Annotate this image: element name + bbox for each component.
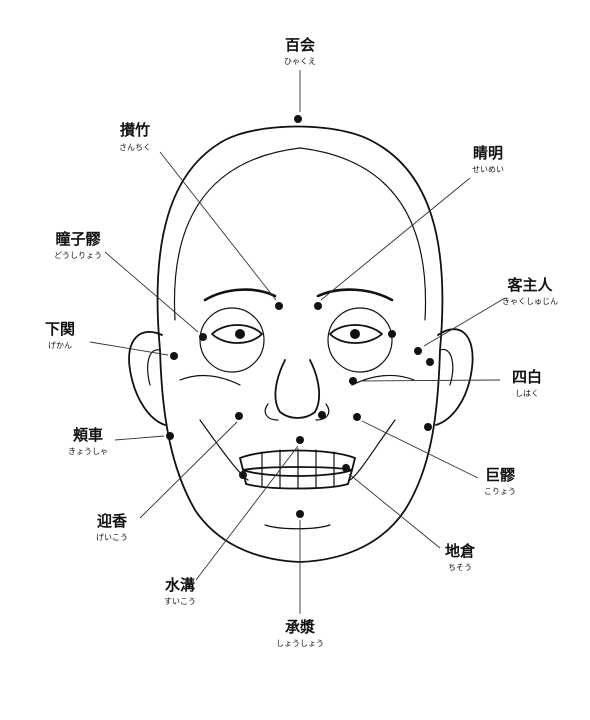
label-seimei: 睛明 せいめい [472, 144, 504, 174]
label-reading: こりょう [484, 487, 516, 496]
label-name: 巨髎 [485, 466, 516, 484]
label-name: 百会 [285, 36, 315, 54]
label-name: 瞳子髎 [55, 230, 101, 248]
point-chiso-2 [342, 464, 350, 472]
label-name: 客主人 [506, 276, 553, 294]
label-chiso: 地倉 ちそう [445, 542, 476, 572]
point-gekan-2 [426, 358, 434, 366]
point-geiko-2 [318, 411, 326, 419]
face-illustration [128, 125, 474, 563]
point-gekan-1 [170, 352, 178, 360]
label-reading: きゃくしゅじん [502, 297, 558, 306]
skull-outline [173, 147, 427, 321]
label-reading: すいこう [164, 597, 196, 606]
leader-kyosha [114, 435, 165, 441]
label-name: 攅竹 [120, 121, 150, 139]
label-reading: げいこう [96, 533, 128, 542]
left-eye-socket [199, 307, 265, 373]
label-gekan: 下関 げかん [45, 320, 75, 350]
label-kyosha: 頬車 きょうしゃ [68, 426, 108, 456]
right-eyebrow [316, 288, 394, 302]
label-name: 迎香 [97, 512, 127, 530]
label-doshiryo: 瞳子髎 どうしりょう [54, 230, 102, 260]
point-kyosha-2 [424, 423, 432, 431]
point-shosho [296, 510, 304, 518]
point-seimei [314, 302, 322, 310]
label-reading: げかん [48, 341, 72, 350]
point-sanchiku [275, 302, 283, 310]
point-labels: 百会 ひゃくえ 攅竹 さんちく 睛明 せいめい 瞳子髎 どうしりょう 客主人 き… [45, 36, 558, 648]
label-name: 地倉 [445, 542, 476, 560]
point-koryo [353, 413, 361, 421]
label-name: 承漿 [285, 618, 315, 636]
label-name: 下関 [45, 320, 75, 338]
point-chiso-1 [239, 471, 247, 479]
point-hyakue [294, 115, 302, 123]
right-eye-socket [327, 307, 393, 373]
left-eyebrow [203, 288, 277, 302]
label-sanchiku: 攅竹 さんちく [119, 121, 151, 152]
label-name: 睛明 [473, 144, 503, 162]
label-reading: しはく [515, 389, 539, 398]
head-outline [156, 125, 444, 563]
leader-kyakushujin [423, 297, 506, 347]
leader-lines [89, 70, 506, 614]
leader-doshiryo [104, 251, 199, 333]
nose [274, 359, 321, 419]
point-kyakushujin [414, 347, 422, 355]
label-reading: せいめい [472, 165, 504, 174]
acupuncture-points [166, 115, 434, 518]
label-reading: ちそう [448, 563, 472, 572]
point-geiko-1 [235, 412, 243, 420]
label-name: 四白 [512, 368, 542, 386]
leader-koryo [361, 420, 479, 479]
label-reading: どうしりょう [54, 251, 102, 260]
label-hyakue: 百会 ひゃくえ [284, 36, 316, 66]
label-name: 頬車 [73, 426, 103, 444]
point-kyosha-1 [166, 432, 174, 440]
chin [264, 524, 331, 530]
leader-gekan [89, 341, 169, 356]
leader-chiso [348, 473, 441, 549]
label-reading: ひゃくえ [284, 57, 316, 66]
point-doshiryo-1 [199, 333, 207, 341]
label-reading: しょうしょう [276, 639, 324, 648]
label-suiko: 水溝 すいこう [164, 576, 196, 606]
point-shihaku [349, 377, 357, 385]
label-kyakushujin: 客主人 きゃくしゅじん [502, 276, 558, 306]
leader-sanchiku [159, 151, 277, 301]
label-reading: さんちく [119, 143, 151, 152]
point-suiko [296, 436, 304, 444]
left-ear [128, 331, 166, 426]
leader-seimei [320, 177, 471, 301]
label-geiko: 迎香 げいこう [96, 512, 128, 542]
leader-shihaku [359, 379, 501, 382]
label-koryo: 巨髎 こりょう [484, 466, 516, 496]
left-eye [211, 324, 263, 344]
right-ear [435, 328, 474, 426]
label-shosho: 承漿 しょうしょう [276, 618, 324, 648]
leader-suiko [195, 445, 299, 581]
label-shihaku: 四白 しはく [512, 368, 542, 398]
point-doshiryo-2 [388, 330, 396, 338]
label-name: 水溝 [165, 576, 195, 594]
label-reading: きょうしゃ [68, 447, 108, 456]
leader-geiko [139, 421, 238, 519]
right-eye [329, 324, 383, 344]
